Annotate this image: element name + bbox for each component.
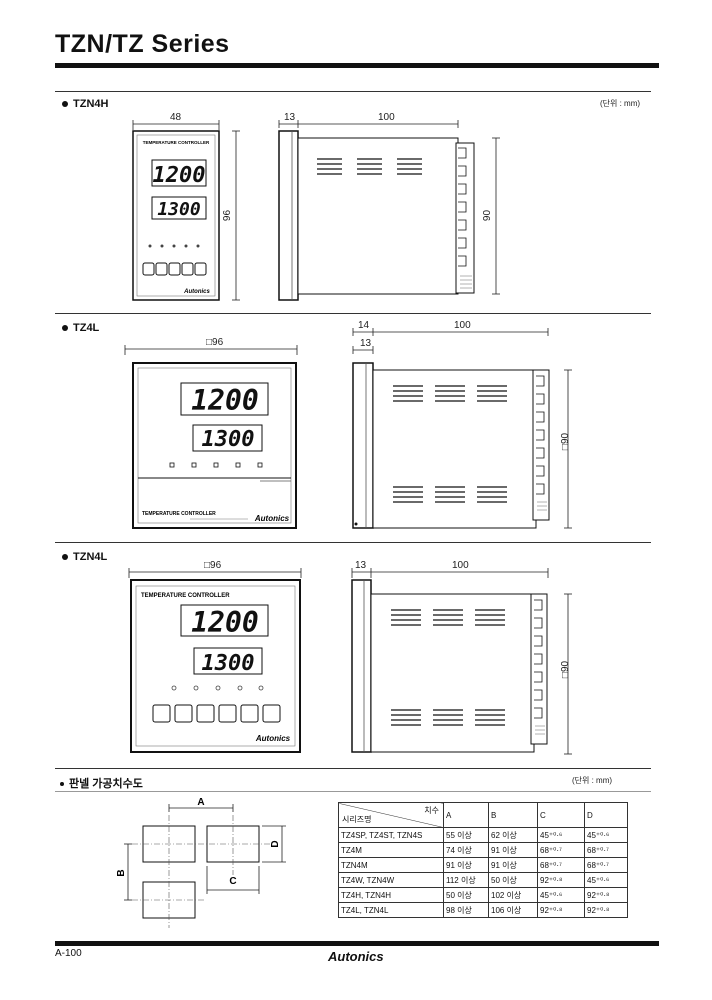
table-cell: TZ4L, TZN4L xyxy=(338,902,444,918)
table-cell: 45⁺⁰·⁶ xyxy=(537,827,585,843)
dim-width: □96 xyxy=(204,560,222,571)
table-cell: 102 이상 xyxy=(488,887,538,903)
table-cell: 45⁺⁰·⁶ xyxy=(584,872,628,888)
bullet-icon xyxy=(62,554,68,561)
sv-display: 1300 xyxy=(202,427,255,452)
table-cell: TZ4H, TZN4H xyxy=(338,887,444,903)
footer-brand-logo: Autonics xyxy=(328,949,384,964)
tzn4l-drawing xyxy=(128,568,572,755)
tzn4l-front-text: TEMPERATURE CONTROLLER 1200 1300 Autonic… xyxy=(141,593,291,743)
table-cell: 55 이상 xyxy=(443,827,489,843)
dim-depth: 100 xyxy=(378,112,395,123)
corner-top-label: 치수 xyxy=(424,806,439,815)
table-cell: 68⁺⁰·⁷ xyxy=(537,857,585,873)
table-header: A xyxy=(443,802,489,828)
dim-d: D xyxy=(270,840,281,847)
table-cell: 74 이상 xyxy=(443,842,489,858)
brand-logo: Autonics xyxy=(254,514,290,523)
section-label-tzn4l: TZN4L xyxy=(62,551,107,563)
dim-depth-front: 13 xyxy=(355,560,367,571)
brand-logo: Autonics xyxy=(255,734,291,743)
section-divider xyxy=(55,91,651,92)
dim-depth-front: 13 xyxy=(284,112,296,123)
table-header-row: 치수 시리즈명 A B C D xyxy=(338,802,628,828)
pv-display: 1200 xyxy=(191,384,258,417)
unit-label: (단위 : mm) xyxy=(600,99,641,108)
tz4l-drawing xyxy=(124,328,572,529)
table-cell: 112 이상 xyxy=(443,872,489,888)
front-title: TEMPERATURE CONTROLLER xyxy=(143,140,210,145)
section-label-tz4l: TZ4L xyxy=(62,322,99,334)
table-cell: TZ4M xyxy=(338,842,444,858)
table-cell: 92⁺⁰·⁸ xyxy=(584,902,628,918)
dim-depth: 100 xyxy=(452,560,469,571)
front-title: TEMPERATURE CONTROLLER xyxy=(141,593,230,599)
table-cell: 106 이상 xyxy=(488,902,538,918)
dim-depth-front-b: 13 xyxy=(360,338,372,349)
section-label-tzn4h: TZN4H xyxy=(62,98,108,110)
table-cell: 68⁺⁰·⁷ xyxy=(584,857,628,873)
table-cell: 50 이상 xyxy=(443,887,489,903)
tzn4h-front-text: TEMPERATURE CONTROLLER 1200 1300 Autonic… xyxy=(143,140,211,295)
section-divider xyxy=(55,768,651,769)
sv-display: 1300 xyxy=(157,199,201,220)
unit-label: (단위 : mm) xyxy=(572,776,613,785)
pv-display: 1200 xyxy=(153,163,206,188)
page-title: TZN/TZ Series xyxy=(55,30,230,58)
section-divider xyxy=(55,791,651,792)
section-label-panel-cutout: 판넬 가공치수도 xyxy=(60,775,143,791)
table-cell: 92⁺⁰·⁸ xyxy=(537,902,585,918)
table-header: B xyxy=(488,802,538,828)
dim-c: C xyxy=(229,876,236,887)
dim-a: A xyxy=(197,797,204,808)
table-cell: 62 이상 xyxy=(488,827,538,843)
table-cell: 92⁺⁰·⁸ xyxy=(537,872,585,888)
table-cell: 45⁺⁰·⁶ xyxy=(537,887,585,903)
dim-depth-front-a: 14 xyxy=(358,320,370,331)
header-rule xyxy=(55,63,659,68)
bullet-icon xyxy=(60,782,64,787)
pv-display: 1200 xyxy=(191,606,258,639)
section-divider xyxy=(55,542,651,543)
table-cell: TZN4M xyxy=(338,857,444,873)
table-cell: 92⁺⁰·⁸ xyxy=(584,887,628,903)
bullet-icon xyxy=(62,325,68,332)
table-cell: 98 이상 xyxy=(443,902,489,918)
tz4l-front-text: 1200 1300 TEMPERATURE CONTROLLER Autonic… xyxy=(142,384,290,523)
brand-logo: Autonics xyxy=(183,289,210,295)
front-title: TEMPERATURE CONTROLLER xyxy=(142,511,216,517)
tzn4h-drawing xyxy=(132,120,500,301)
section-divider xyxy=(55,313,651,314)
table-cell: 91 이상 xyxy=(443,857,489,873)
page-number: A-100 xyxy=(55,948,82,959)
dim-b: B xyxy=(116,869,127,876)
table-corner-cell: 치수 시리즈명 xyxy=(338,802,444,828)
table-cell: 91 이상 xyxy=(488,857,538,873)
dim-width: □96 xyxy=(206,337,224,348)
table-cell: TZ4W, TZN4W xyxy=(338,872,444,888)
table-cell: 68⁺⁰·⁷ xyxy=(537,842,585,858)
table-cell: TZ4SP, TZ4ST, TZN4S xyxy=(338,827,444,843)
dim-depth: 100 xyxy=(454,320,471,331)
table-cell: 50 이상 xyxy=(488,872,538,888)
table-cell: 91 이상 xyxy=(488,842,538,858)
table-header: C xyxy=(537,802,585,828)
bullet-icon xyxy=(62,101,68,108)
table-header: D xyxy=(584,802,628,828)
panel-cutout-diagram: A B C D xyxy=(116,797,286,928)
corner-bottom-label: 시리즈명 xyxy=(342,815,372,824)
table-cell: 68⁺⁰·⁷ xyxy=(584,842,628,858)
dim-width: 48 xyxy=(170,112,182,123)
footer-rule xyxy=(55,941,659,946)
table-cell: 45⁺⁰·⁶ xyxy=(584,827,628,843)
sv-display: 1300 xyxy=(202,651,255,676)
